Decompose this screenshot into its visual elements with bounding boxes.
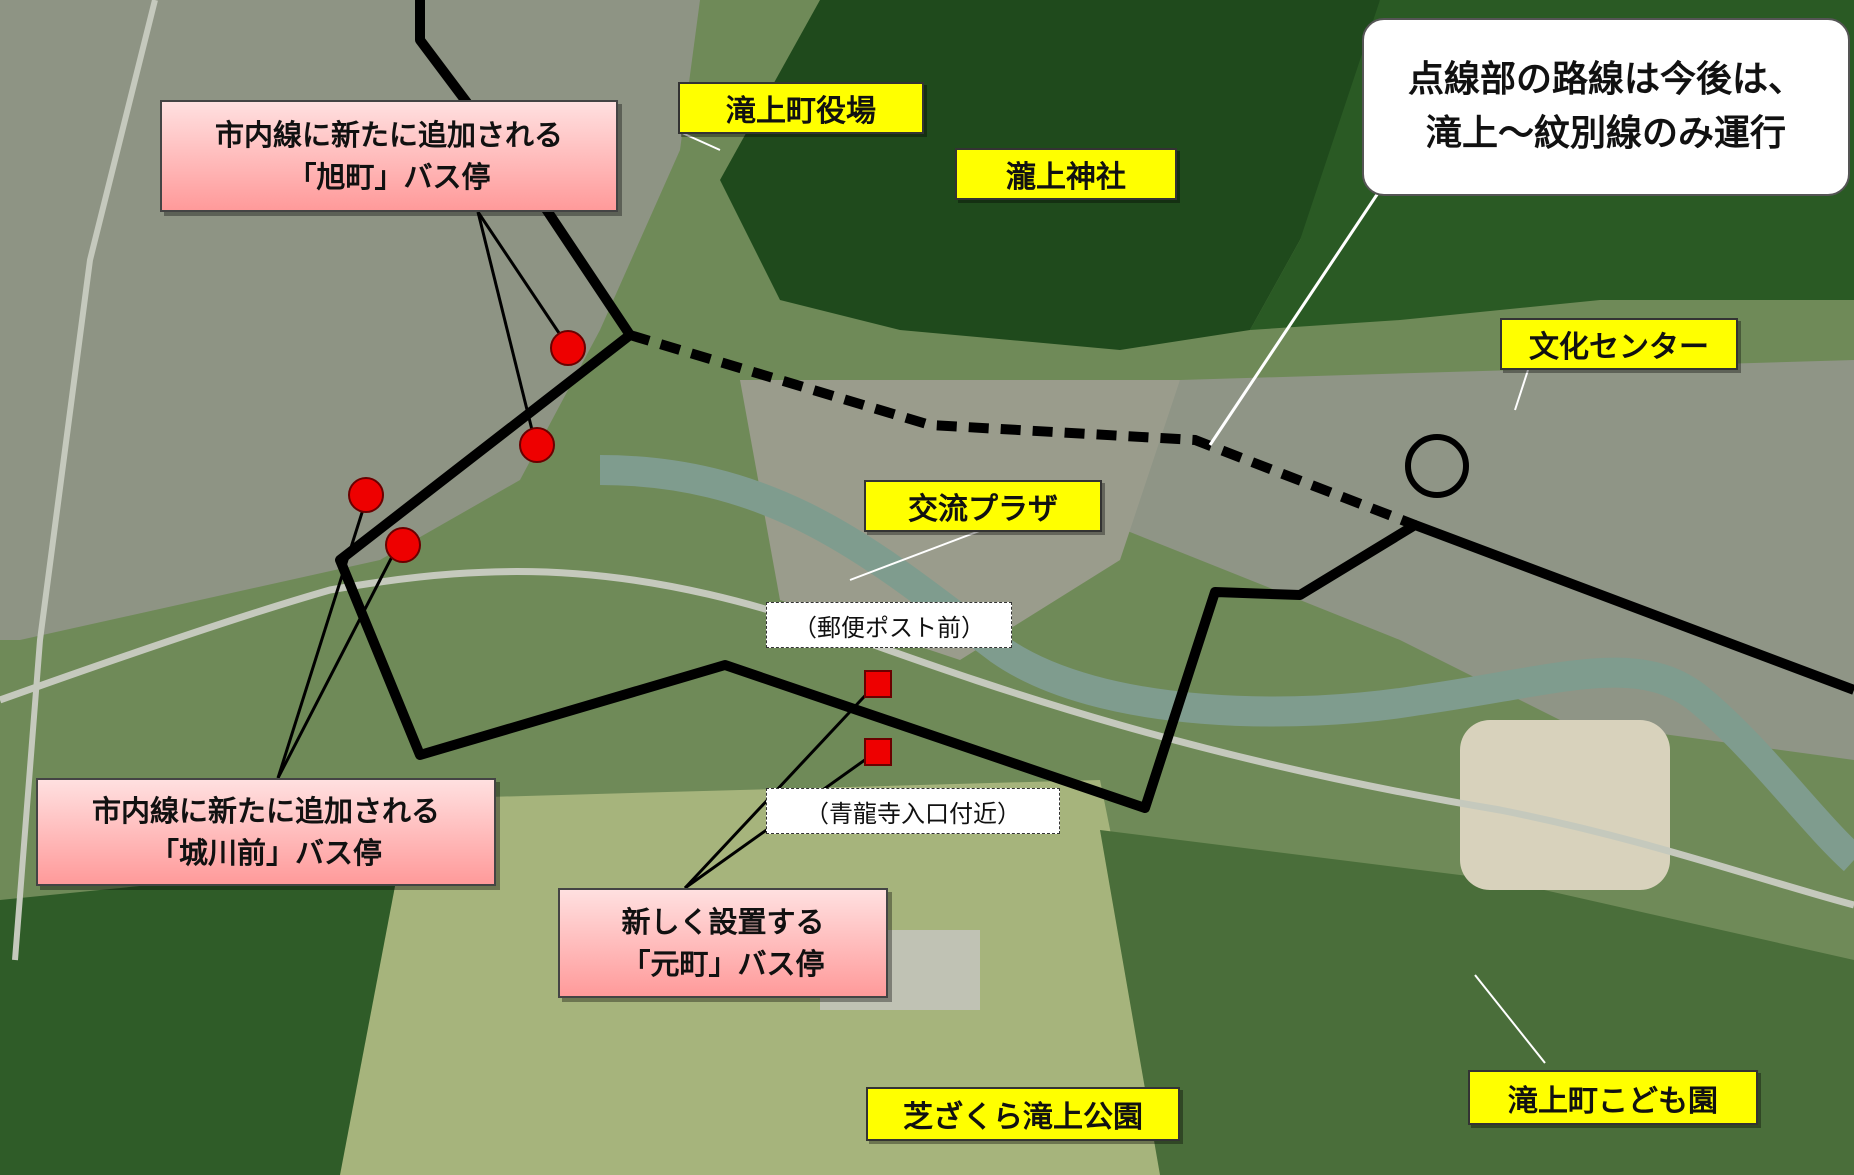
stop-shirokawamae-2[interactable] [385, 527, 421, 563]
stop-motomachi-1[interactable] [864, 670, 892, 698]
label-asahimachi-line1: 市内線に新たに追加される [214, 117, 563, 152]
leader-town-office [679, 131, 721, 151]
callout-pointer [1208, 189, 1382, 446]
label-seiryuji: （青龍寺入口付近） [766, 788, 1060, 834]
label-motomachi: 新しく設置する 「元町」バス停 [558, 888, 888, 998]
label-shirokawamae: 市内線に新たに追加される 「城川前」バス停 [36, 778, 496, 886]
sports-field [1460, 720, 1670, 890]
label-motomachi-line2: 「元町」バス停 [621, 947, 825, 981]
leader-motomachi-a [683, 682, 878, 890]
label-shirokawamae-line1: 市内線に新たに追加される [91, 793, 440, 828]
label-nursery: 滝上町こども園 [1468, 1070, 1758, 1125]
leader-asahimachi-b [476, 211, 537, 443]
leader-asahimachi-a [476, 211, 567, 343]
callout-line2: 滝上～紋別線のみ運行 [1425, 113, 1786, 154]
label-motomachi-line1: 新しく設置する [621, 904, 825, 939]
forest-southwest [0, 860, 400, 1175]
label-shirokawamae-line2: 「城川前」バス停 [149, 836, 382, 870]
label-asahimachi-line2: 「旭町」バス停 [287, 160, 491, 194]
leader-plaza [849, 529, 983, 581]
stop-shirokawamae-1[interactable] [348, 477, 384, 513]
river [599, 455, 1854, 872]
label-town-office: 滝上町役場 [678, 82, 924, 134]
stop-asahimachi-1[interactable] [550, 330, 586, 366]
leader-nursery [1474, 974, 1546, 1064]
label-park: 芝ざくら滝上公園 [866, 1087, 1180, 1141]
stop-asahimachi-2[interactable] [519, 427, 555, 463]
leader-shirokawamae-a [276, 499, 368, 779]
label-culture-center: 文化センター [1500, 318, 1738, 370]
leader-culture-center [1514, 369, 1529, 411]
callout-line1: 点線部の路線は今後は、 [1407, 59, 1804, 100]
label-asahimachi: 市内線に新たに追加される 「旭町」バス停 [160, 100, 618, 212]
leader-shirokawamae-b [276, 544, 400, 779]
label-post-box: （郵便ポスト前） [766, 602, 1012, 648]
west-road [12, 0, 158, 961]
label-exchange-plaza: 交流プラザ [864, 480, 1102, 532]
town-east [1100, 360, 1854, 760]
callout-dashed-route-note: 点線部の路線は今後は、 滝上～紋別線のみ運行 [1362, 18, 1850, 196]
label-shrine: 瀧上神社 [955, 148, 1177, 200]
stop-motomachi-2[interactable] [864, 738, 892, 766]
terminal-circle [1405, 434, 1469, 498]
